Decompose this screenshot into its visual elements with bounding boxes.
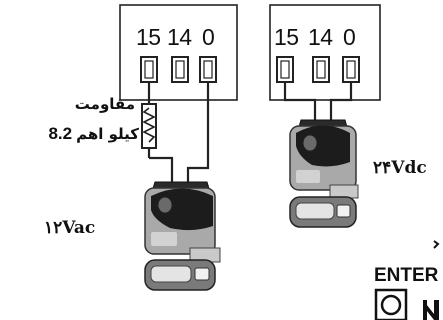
left-terminal-block [119,4,238,101]
resistor-symbol [141,103,157,149]
right-terminal-block [269,4,381,101]
right-wires [283,82,353,120]
left-wires [147,82,210,182]
right-electric-lock [289,119,359,228]
enter-label: ENTER [374,265,439,286]
left-terminal-label-14: 14 [167,24,192,50]
resistor-label-value: 8.2 [48,124,73,143]
left-electric-lock [144,181,221,291]
resistor-label-title: مقاومت [74,95,135,113]
resistor-label-unit: کیلو اهم [76,125,139,143]
left-voltage-label: ۱۲Vac [44,218,96,238]
left-terminal-label-15: 15 [136,24,161,50]
enter-button-icon [374,238,443,320]
left-terminal-label-0: 0 [202,24,215,50]
resistor-label-value-row: کیلو اهم 8.2 [48,124,139,144]
right-terminal-label-0: 0 [343,24,356,50]
right-terminal-label-14: 14 [308,24,333,50]
right-voltage-label: ۲۴Vdc [373,158,427,178]
right-terminal-label-15: 15 [274,24,299,50]
